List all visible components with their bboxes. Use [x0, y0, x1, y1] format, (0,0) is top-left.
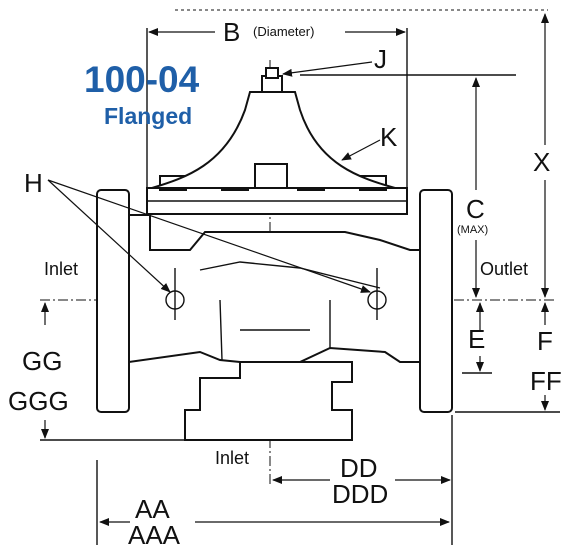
j-label: J	[374, 44, 387, 74]
c-label: C	[466, 194, 485, 224]
k-leader	[341, 139, 381, 161]
h-leader-left	[47, 179, 171, 293]
right-flange	[419, 189, 453, 413]
left-flange	[96, 189, 130, 413]
inlet-label-bottom: Inlet	[215, 448, 249, 468]
j-leader	[282, 61, 373, 77]
max-label: (MAX)	[457, 224, 488, 236]
ggg-label: GGG	[8, 386, 69, 416]
model-title: 100-04	[84, 59, 200, 100]
diameter-label: (Diameter)	[253, 24, 314, 39]
b-label: B	[223, 17, 240, 47]
outlet-label: Outlet	[480, 259, 528, 279]
x-label: X	[533, 147, 550, 177]
inlet-label-left: Inlet	[44, 259, 78, 279]
ddd-label: DDD	[332, 479, 388, 509]
dd-label: DD	[340, 453, 378, 483]
body-casting	[128, 214, 421, 370]
connection-subtitle: Flanged	[104, 103, 192, 129]
top-plug-cap	[265, 67, 279, 79]
ff-label: FF	[530, 366, 562, 396]
valve-body	[96, 67, 453, 441]
bonnet-cover	[151, 91, 396, 189]
aa-label: AA	[135, 494, 170, 524]
bonnet-center-boss	[254, 163, 288, 189]
h-leader-right	[47, 179, 371, 293]
aaa-label: AAA	[128, 520, 181, 547]
f-label: F	[537, 326, 553, 356]
gg-label: GG	[22, 346, 62, 376]
base-foot	[184, 361, 353, 441]
k-label: K	[380, 122, 398, 152]
e-label: E	[468, 324, 485, 354]
h-label: H	[24, 168, 43, 198]
internal-seat	[219, 299, 331, 361]
